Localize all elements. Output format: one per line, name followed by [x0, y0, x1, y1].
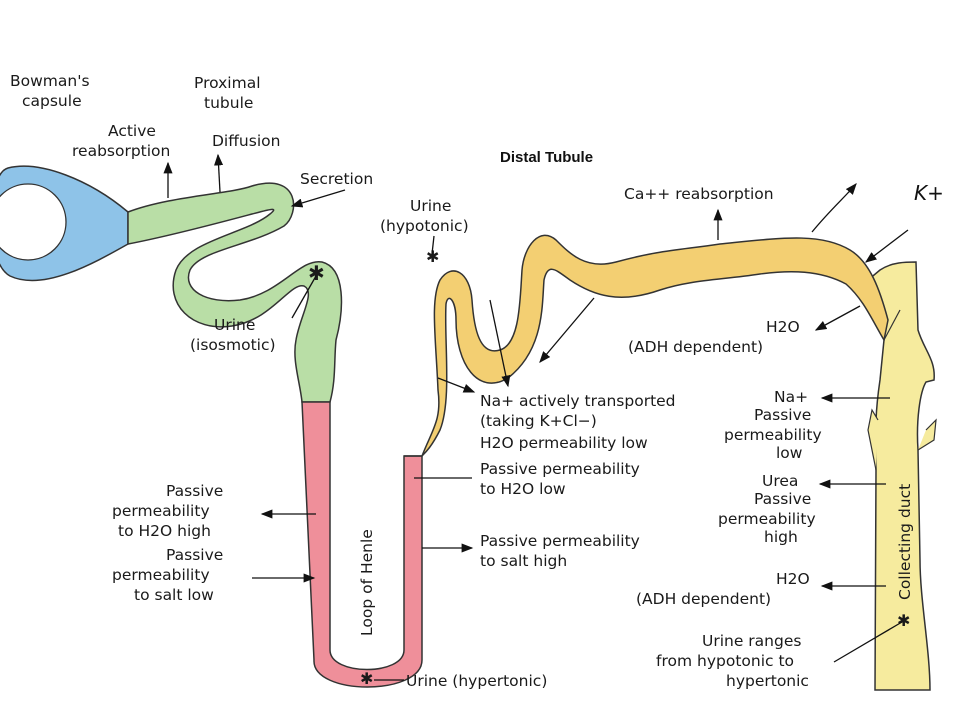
label-na-passive-1: Na+	[774, 388, 808, 406]
label-active-2: reabsorption	[72, 142, 170, 160]
label-pass-h2o-low-2: to H2O low	[480, 480, 566, 498]
label-urine-hypertonic: Urine (hypertonic)	[406, 672, 547, 690]
arrow-h2o-adh-top	[814, 305, 861, 331]
label-pass-salt-high-1: Passive permeability	[480, 532, 640, 550]
distal-tubule	[404, 234, 889, 457]
arrow-k-in	[864, 229, 909, 263]
label-left-h2o-1: Passive	[166, 482, 223, 500]
collecting-duct	[867, 261, 937, 691]
k-symbol: K+	[914, 181, 944, 205]
label-bowmans-1: Bowman's	[10, 72, 90, 90]
label-urea-1: Urea	[762, 472, 798, 490]
label-na-passive-3: permeability	[724, 426, 822, 444]
label-left-h2o-2: permeability	[112, 502, 210, 520]
label-na-passive-4: low	[776, 444, 803, 462]
label-left-salt-2: permeability	[112, 566, 210, 584]
arrow-na-active-1	[437, 377, 476, 393]
label-secretion: Secretion	[300, 170, 373, 188]
star-marker-collecting: ✱	[897, 611, 910, 630]
label-loop-of-henle: Loop of Henle	[358, 529, 376, 636]
label-urine-iso-1: Urine	[214, 316, 255, 334]
label-h2o-adh-top-2: (ADH dependent)	[628, 338, 763, 356]
label-urea-4: high	[764, 528, 798, 546]
label-left-salt-1: Passive	[166, 546, 223, 564]
arrow-urine-ranges	[833, 621, 903, 663]
diagram-title: Distal Tubule	[500, 149, 593, 166]
label-left-salt-3: to salt low	[134, 586, 214, 604]
label-na-active-3: H2O permeability low	[480, 434, 648, 452]
star-marker-proximal: ✱	[308, 261, 325, 285]
label-diffusion: Diffusion	[212, 132, 280, 150]
arrow-na-active-2	[489, 299, 511, 388]
bowmans-capsule	[0, 165, 129, 282]
collecting-duct-branch-3	[917, 418, 937, 451]
collecting-duct-branch-1	[883, 309, 901, 341]
label-collecting-duct: Collecting duct	[896, 484, 914, 600]
bowmans-capsule-lumen	[0, 183, 67, 261]
label-bowmans-2: capsule	[22, 92, 82, 110]
arrow-urine-isosmotic	[291, 275, 317, 319]
collecting-duct-body	[867, 261, 935, 691]
collecting-duct-branch-2	[867, 408, 879, 471]
star-marker-distal: ✱	[426, 247, 439, 266]
label-pass-salt-high-2: to salt high	[480, 552, 567, 570]
label-proximal-1: Proximal	[194, 74, 261, 92]
label-urine-ranges-1: Urine ranges	[702, 632, 801, 650]
arrow-urine-hypotonic	[431, 235, 435, 255]
proximal-tubule	[127, 182, 343, 403]
arrow-secretion	[290, 189, 346, 208]
label-left-h2o-3: to H2O high	[118, 522, 211, 540]
label-na-passive-2: Passive	[754, 406, 811, 424]
star-marker-loop: ✱	[360, 669, 373, 688]
label-urea-2: Passive	[754, 490, 811, 508]
label-urine-ranges-3: hypertonic	[726, 672, 809, 690]
label-proximal-2: tubule	[204, 94, 253, 112]
arrow-k-curve	[811, 183, 857, 233]
label-urine-iso-2: (isosmotic)	[190, 336, 276, 354]
label-urea-3: permeability	[718, 510, 816, 528]
label-h2o-adh-bot-2: (ADH dependent)	[636, 590, 771, 608]
arrow-diffusion	[214, 153, 224, 193]
arrow-na-active-3	[539, 297, 595, 363]
label-na-active-1: Na+ actively transported	[480, 392, 676, 410]
label-h2o-adh-top-1: H2O	[766, 318, 800, 336]
label-ca-reabsorption: Ca++ reabsorption	[624, 185, 774, 203]
label-h2o-adh-bot-1: H2O	[776, 570, 810, 588]
label-na-active-2: (taking K+Cl−)	[480, 412, 597, 430]
label-urine-ranges-2: from hypotonic to	[656, 652, 794, 670]
label-urine-hypo-1: Urine	[410, 197, 451, 215]
label-urine-hypo-2: (hypotonic)	[380, 217, 469, 235]
arrows	[163, 153, 909, 681]
label-active-1: Active	[108, 122, 156, 140]
label-pass-h2o-low-1: Passive permeability	[480, 460, 640, 478]
